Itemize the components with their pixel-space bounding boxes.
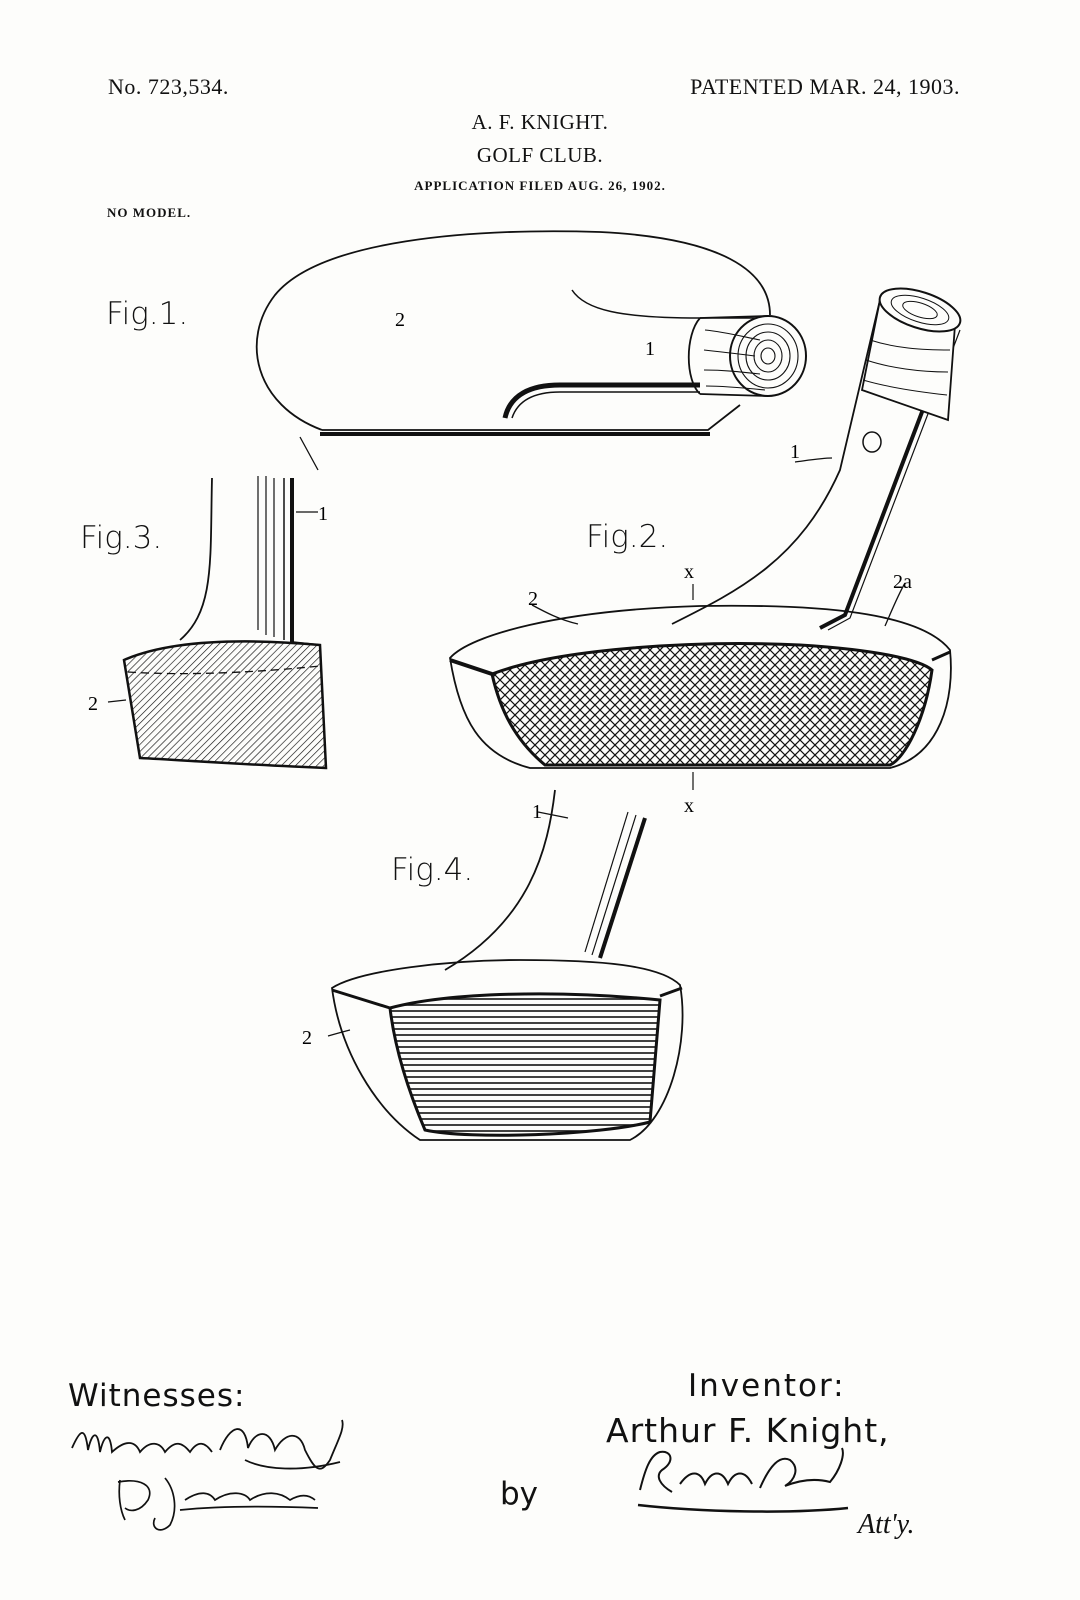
application-filed: APPLICATION FILED AUG. 26, 1902.	[414, 178, 666, 193]
fig1-ref-shaft: 1	[645, 338, 655, 360]
inventor-header: A. F. KNIGHT.	[471, 110, 609, 134]
fig3-label: Fig.3.	[80, 520, 163, 556]
fig2-drawing	[449, 287, 962, 790]
fig1-ref-head: 2	[395, 309, 405, 331]
fig3-ref-head: 2	[88, 693, 98, 715]
fig4-ref-shaft: 1	[532, 801, 542, 823]
witness-1-signature	[71, 1419, 344, 1470]
fig4-drawing	[327, 789, 684, 1141]
patent-number: No. 723,534.	[108, 74, 229, 99]
no-model-note: NO MODEL.	[107, 205, 192, 220]
fig2-ref-head-variant: 2a	[893, 571, 912, 593]
fig2-section-mark-bottom: x	[684, 795, 694, 817]
patent-title: GOLF CLUB.	[476, 143, 604, 167]
attorney-signature	[637, 1447, 849, 1513]
inventor-name: Arthur F. Knight,	[606, 1411, 890, 1450]
patent-date: PATENTED MAR. 24, 1903.	[690, 74, 960, 99]
fig4-label: Fig.4.	[391, 852, 474, 888]
fig1-label: Fig.1.	[106, 296, 189, 332]
witness-2-signature	[117, 1477, 319, 1531]
fig4-ref-head: 2	[302, 1027, 312, 1049]
inventor-label: Inventor:	[688, 1368, 846, 1404]
witnesses-label: Witnesses:	[68, 1378, 246, 1414]
fig2-section-mark-top: x	[684, 561, 694, 583]
fig3-drawing	[107, 476, 328, 770]
attorney-label: Att'y.	[858, 1509, 915, 1540]
fig2-ref-head: 2	[528, 588, 538, 610]
by-label: by	[500, 1476, 539, 1512]
fig3-ref-shaft: 1	[318, 503, 328, 525]
fig2-ref-shaft: 1	[790, 441, 800, 463]
fig2-label: Fig.2.	[586, 519, 669, 555]
fig1-drawing	[255, 230, 807, 471]
